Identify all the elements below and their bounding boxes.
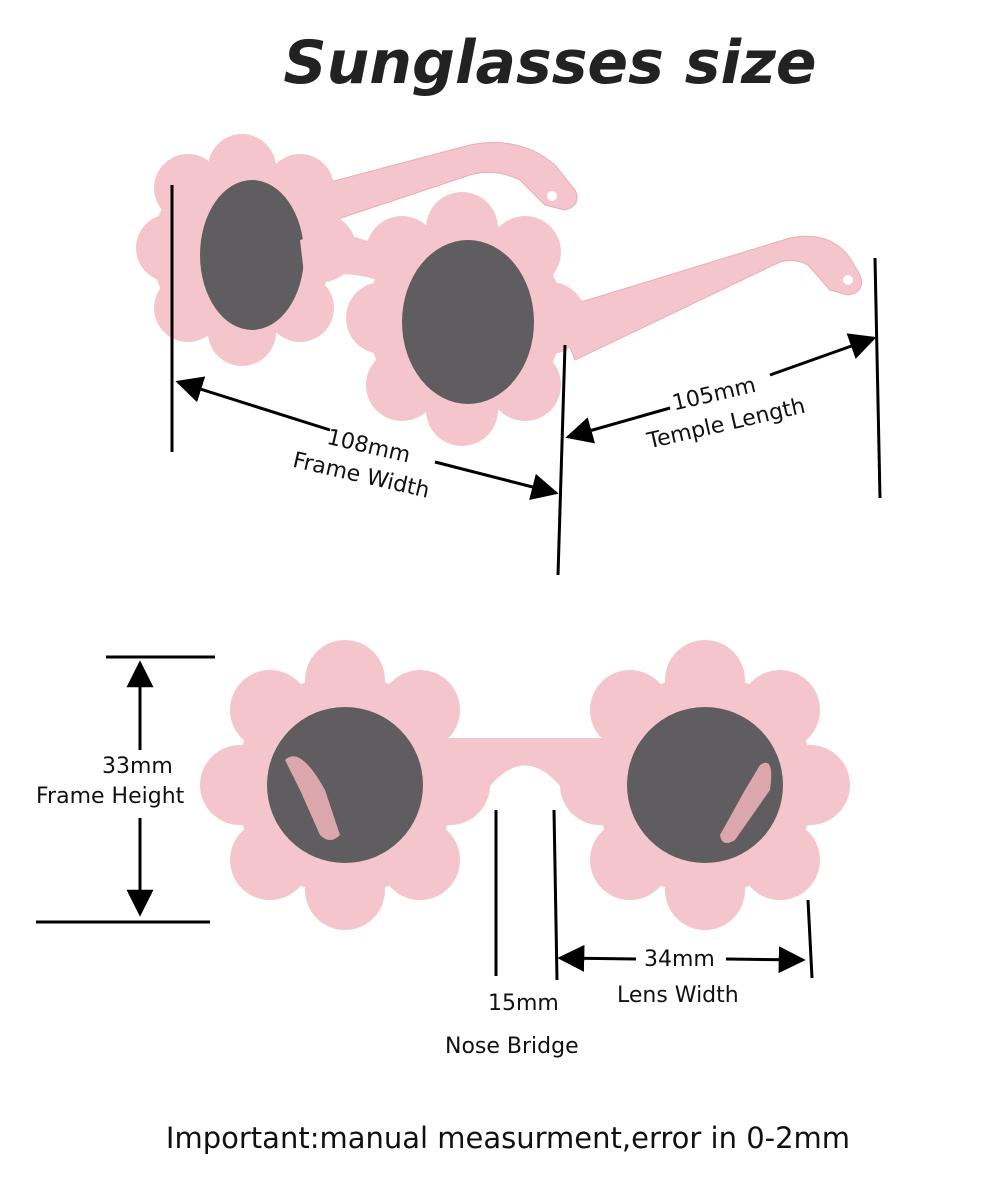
nose-bridge-dimension xyxy=(494,809,559,981)
frame-height-label: Frame Height xyxy=(36,784,185,809)
lens-width-value: 34mm xyxy=(644,947,715,972)
sunglasses-front-illustration xyxy=(200,640,850,930)
lens-width-label: Lens Width xyxy=(617,983,739,1008)
frame-height-dimension xyxy=(36,655,215,924)
temple-length-dimension xyxy=(565,257,882,499)
frame-width-dimension xyxy=(170,185,567,576)
sunglasses-angled-illustration xyxy=(136,134,862,446)
page-title: Sunglasses size xyxy=(283,28,817,98)
nose-bridge-value: 15mm xyxy=(488,991,559,1016)
nose-bridge-label: Nose Bridge xyxy=(445,1034,579,1059)
measurement-note: Important:manual measurment,error in 0-2… xyxy=(165,1121,851,1155)
lens-width-dimension xyxy=(557,899,814,979)
frame-height-value: 33mm xyxy=(102,754,173,779)
